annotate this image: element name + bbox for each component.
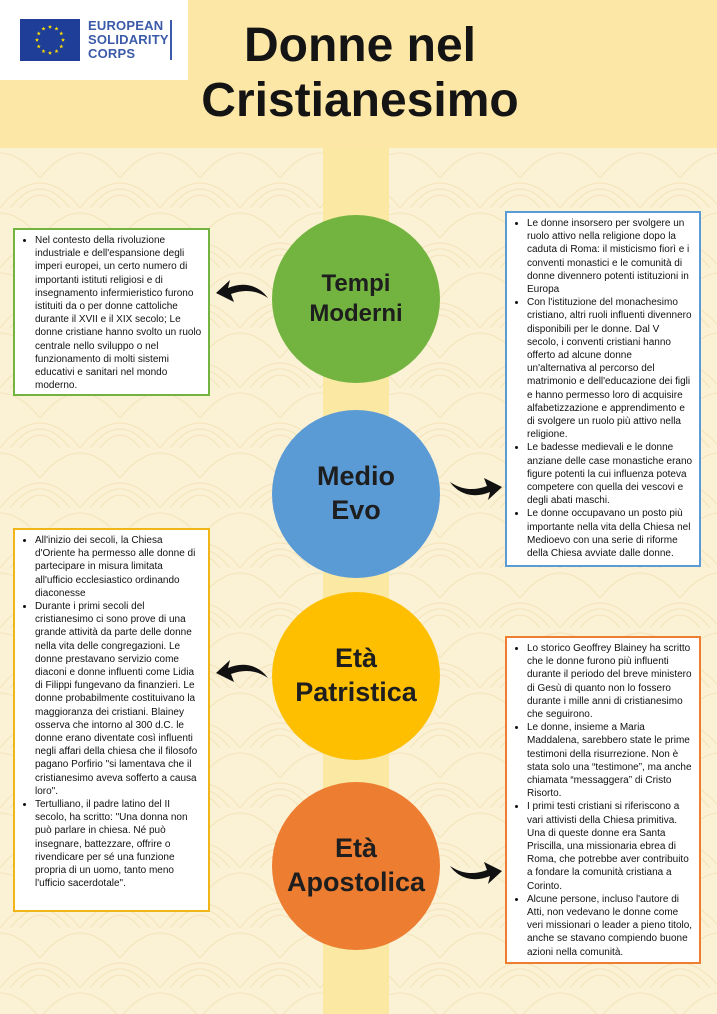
eu-flag-icon <box>20 19 80 61</box>
header-banner: EUROPEAN SOLIDARITY CORPS Donne nel Cris… <box>0 0 717 148</box>
period-label-line-1: Tempi <box>321 270 391 297</box>
bullet-item: Le donne insorsero per svolgere un ruolo… <box>527 217 693 296</box>
period-circle-tempi-moderni: Tempi Moderni <box>272 215 440 383</box>
page-title: Donne nel Cristianesimo <box>150 18 570 128</box>
logo: EUROPEAN SOLIDARITY CORPS <box>0 0 188 80</box>
curved-arrow-left-icon <box>216 660 268 682</box>
period-label-line-2: Moderni <box>309 300 403 327</box>
title-line-1: Donne nel <box>243 19 476 72</box>
bullet-item: All'inizio dei secoli, la Chiesa d'Orien… <box>35 534 202 600</box>
period-label-line-2: Patristica <box>295 677 417 707</box>
logo-divider <box>170 20 172 60</box>
text-box-eta-apostolica: Lo storico Geoffrey Blainey ha scritto c… <box>505 636 701 964</box>
period-label-line-1: Medio <box>317 461 395 492</box>
bullet-item: Le badesse medievali e le donne anziane … <box>527 441 693 507</box>
period-label-line-1: Età <box>334 833 378 864</box>
flag-star-icon <box>47 24 53 29</box>
text-box-eta-patristica: All'inizio dei secoli, la Chiesa d'Orien… <box>13 528 210 912</box>
curved-arrow-right-icon <box>450 862 502 884</box>
bullet-item: Le donne, insieme a Maria Maddalena, sar… <box>527 721 693 800</box>
flag-star-icon <box>41 26 46 31</box>
bullet-item: Nel contesto della rivoluzione industria… <box>35 234 202 392</box>
flag-star-icon <box>60 37 66 42</box>
period-circle-eta-apostolica: Età Apostolica <box>272 782 440 950</box>
curved-arrow-right-icon <box>450 478 502 500</box>
period-circle-eta-patristica: Età Patristica <box>272 592 440 760</box>
bullet-item: Tertulliano, il padre latino del II seco… <box>35 798 202 890</box>
flag-star-icon <box>34 37 40 42</box>
flag-star-icon <box>36 44 41 49</box>
bullet-item: Con l'istituzione del monachesimo cristi… <box>527 296 693 441</box>
period-label-line-2: Apostolica <box>286 867 426 897</box>
curved-arrow-left-icon <box>216 280 268 302</box>
flag-star-icon <box>41 49 46 54</box>
title-line-2: Cristianesimo <box>201 74 519 127</box>
bullet-item: Lo storico Geoffrey Blainey ha scritto c… <box>527 642 693 721</box>
logo-text: EUROPEAN SOLIDARITY CORPS <box>88 19 169 61</box>
bullet-item: Le donne occupavano un posto più importa… <box>527 507 693 560</box>
logo-line-3: CORPS <box>88 46 136 61</box>
bullet-item: Durante i primi secoli del cristianesimo… <box>35 600 202 798</box>
text-box-tempi-moderni: Nel contesto della rivoluzione industria… <box>13 228 210 396</box>
flag-star-icon <box>59 31 64 36</box>
flag-star-icon <box>54 26 59 31</box>
flag-star-icon <box>36 31 41 36</box>
flag-star-icon <box>54 49 59 54</box>
bullet-item: I primi testi cristiani si riferiscono a… <box>527 800 693 892</box>
logo-line-2: SOLIDARITY <box>88 32 169 47</box>
flag-star-icon <box>59 44 64 49</box>
bullet-item: Alcune persone, incluso l'autore di Atti… <box>527 893 693 959</box>
period-circle-medio-evo: Medio Evo <box>272 410 440 578</box>
logo-line-1: EUROPEAN <box>88 18 164 33</box>
text-box-medio-evo: Le donne insorsero per svolgere un ruolo… <box>505 211 701 567</box>
period-label-line-1: Età <box>334 643 377 674</box>
period-label-line-2: Evo <box>331 495 381 525</box>
flag-star-icon <box>47 50 53 55</box>
